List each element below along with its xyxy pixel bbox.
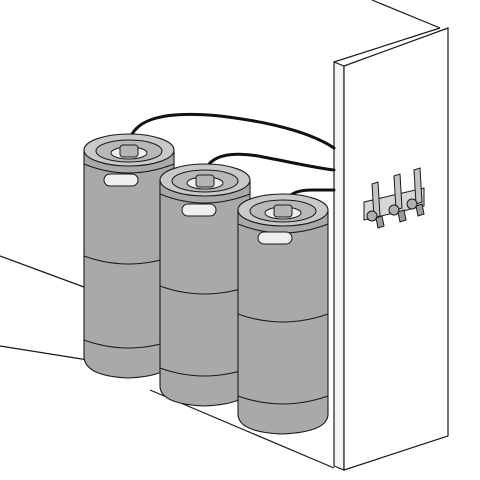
tap-faucet-1[interactable] [366, 181, 385, 229]
tap-body [406, 198, 418, 210]
tap-spout [397, 209, 407, 223]
keg-coupler [195, 174, 215, 188]
keg-2 [159, 163, 251, 407]
tap-faucet-2[interactable] [388, 173, 407, 223]
tap-handle[interactable] [393, 173, 403, 211]
cabinet-wall-line-upper [0, 255, 93, 291]
keg-top-rim-lower [83, 163, 175, 174]
keg-handle-hole [257, 231, 293, 245]
keg-ring [237, 395, 329, 405]
tap-body [366, 210, 378, 222]
tap-faucet-3[interactable] [406, 167, 425, 217]
panel-face [343, 27, 449, 471]
keg-coupler [273, 204, 293, 218]
cabinet-floor-line [0, 345, 89, 361]
keg-3 [237, 193, 329, 435]
tap-spout [415, 203, 425, 217]
tap-handle[interactable] [371, 181, 381, 219]
beer-line-1 [126, 112, 336, 152]
keg-handle-hole [103, 173, 139, 187]
cabinet-top-edge [371, 0, 441, 29]
tap-spout [375, 215, 385, 229]
cabinet-top-inner-edge [333, 27, 441, 63]
tap-handle[interactable] [413, 167, 423, 205]
cabinet-side-panel [333, 27, 449, 471]
tap-tower [363, 167, 425, 229]
keg-top-rim-lower [159, 193, 251, 204]
keg-ring [237, 313, 329, 323]
panel-edge [333, 61, 345, 471]
keg-coupler [119, 144, 139, 158]
keg-handle-hole [181, 203, 217, 217]
tap-body [388, 204, 400, 216]
